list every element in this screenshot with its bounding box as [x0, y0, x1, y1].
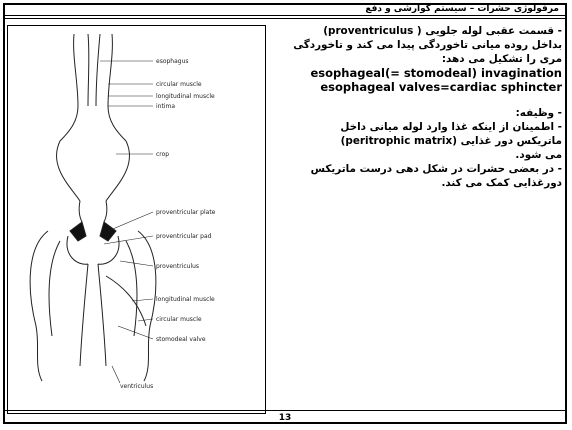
- page-number: 13: [3, 412, 567, 424]
- diagram-drawing: esophagus circular muscle longitudinal m…: [8, 26, 265, 413]
- label-intima: intima: [156, 103, 175, 110]
- footer-divider: [3, 410, 567, 411]
- label-longitudinal-muscle-2: longitudinal muscle: [156, 296, 215, 303]
- slide-title: مرفولوژی حشرات – سیستم گوارشی و دفع: [365, 4, 559, 14]
- label-proventriculus: proventriculus: [156, 263, 199, 270]
- proventriculus-diagram: esophagus circular muscle longitudinal m…: [7, 25, 266, 414]
- label-esophagus: esophagus: [156, 58, 189, 65]
- p2-line-1: - وظیفه:: [274, 106, 562, 120]
- p2-line-6: دورغذایی کمک می کند.: [274, 176, 562, 190]
- label-proventricular-pad: proventricular pad: [156, 233, 212, 240]
- text-column: - قسمت عقبی لوله جلویی ( proventriculus)…: [274, 24, 562, 190]
- p2-line-3: ماتریکس دور غذایی (peritrophic matrix): [274, 134, 562, 148]
- label-circular-muscle-2: circular muscle: [156, 316, 202, 323]
- label-circular-muscle: circular muscle: [156, 81, 202, 88]
- label-crop: crop: [156, 151, 169, 158]
- p1-line-5: esophageal valves=cardiac sphincter: [274, 80, 562, 94]
- title-bar: مرفولوژی حشرات – سیستم گوارشی و دفع: [3, 3, 567, 16]
- p1-line-1: - قسمت عقبی لوله جلویی ( proventriculus): [274, 24, 562, 38]
- p2-line-5: - در بعضی حشرات در شکل دهی درست ماتریکس: [274, 162, 562, 176]
- p2-line-2: - اطمینان از اینکه غذا وارد لوله میانی د…: [274, 120, 562, 134]
- label-stomodeal-valve: stomodeal valve: [156, 336, 206, 343]
- title-divider: [3, 18, 567, 19]
- p2-line-4: می شود.: [274, 148, 562, 162]
- label-ventriculus: ventriculus: [120, 383, 153, 390]
- label-proventricular-plate: proventricular plate: [156, 209, 216, 216]
- label-longitudinal-muscle: longitudinal muscle: [156, 93, 215, 100]
- p1-line-2: بداخل روده میانی تاخوردگی پیدا می کند و …: [274, 38, 562, 52]
- p1-line-4: esophageal(= stomodeal) invagination: [274, 66, 562, 80]
- p1-line-3: مری را تشکیل می دهد:: [274, 52, 562, 66]
